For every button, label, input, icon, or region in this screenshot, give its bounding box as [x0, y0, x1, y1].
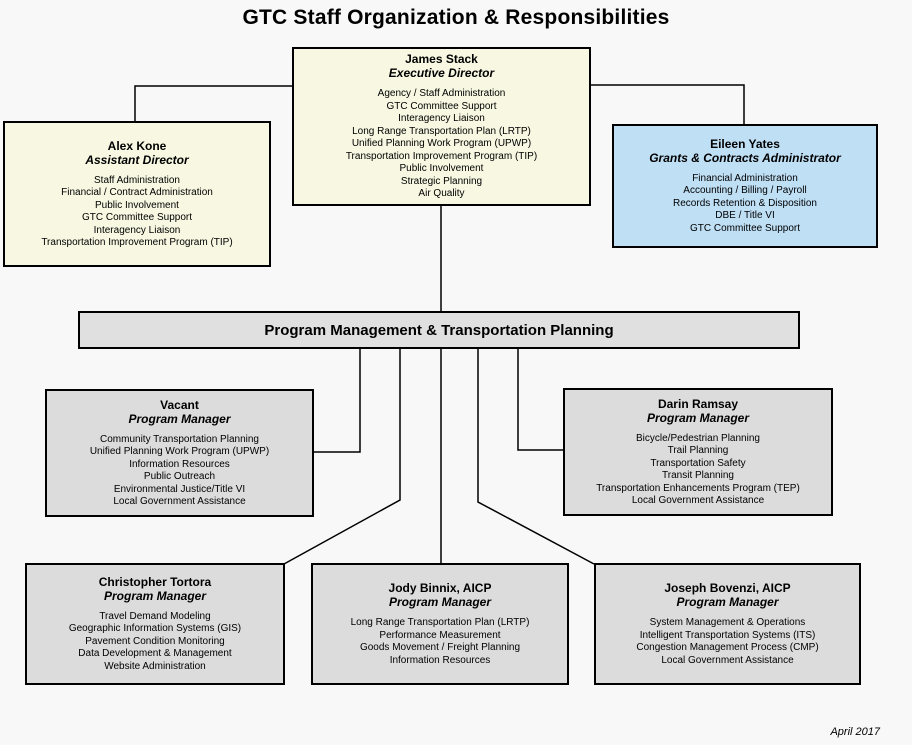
- responsibility-item: Public Involvement: [95, 199, 179, 211]
- responsibility-item: Unified Planning Work Program (UPWP): [89, 446, 270, 457]
- responsibility-item: Local Government Assistance: [661, 654, 794, 666]
- responsibility-item: Transportation Enhancements Program (TEP…: [596, 482, 800, 494]
- responsibility-item: Transportation Improvement Program (TIP): [41, 237, 233, 248]
- responsibility-item: Community Transportation Planning: [100, 433, 259, 445]
- person-role: Assistant Director: [85, 152, 189, 167]
- responsibility-item: Intelligent Transportation Systems (ITS): [639, 629, 816, 641]
- org-box-program-manager-tortora: Christopher Tortora Program Manager Trav…: [25, 563, 285, 685]
- responsibility-item: Interagency Liaison: [398, 113, 485, 125]
- responsibility-item: DBE / Title VI: [715, 210, 775, 222]
- responsibility-item: Public Involvement: [399, 163, 484, 175]
- person-name: Alex Kone: [107, 138, 167, 153]
- responsibility-item: Goods Movement / Freight Planning: [359, 642, 521, 653]
- division-banner: Program Management & Transportation Plan…: [78, 311, 800, 349]
- responsibility-item: Trail Planning: [667, 445, 729, 456]
- person-name: Christopher Tortora: [98, 574, 212, 589]
- person-name: James Stack: [405, 52, 478, 67]
- responsibility-item: Information Resources: [389, 654, 491, 666]
- person-name: Darin Ramsay: [657, 396, 739, 411]
- responsibility-item: Long Range Transportation Plan (LRTP): [350, 617, 530, 628]
- person-name: Vacant: [160, 397, 199, 412]
- responsibility-item: Bicycle/Pedestrian Planning: [636, 432, 760, 444]
- responsibility-item: Strategic Planning: [400, 175, 483, 187]
- responsibility-item: GTC Committee Support: [689, 222, 801, 234]
- person-role: Program Manager: [128, 411, 231, 426]
- responsibility-item: Records Retention & Disposition: [673, 197, 817, 209]
- responsibility-item: Geographic Information Systems (GIS): [68, 623, 242, 635]
- org-box-program-manager-binnix: Jody Binnix, AICP Program Manager Long R…: [311, 563, 569, 685]
- responsibility-item: Interagency Liaison: [93, 224, 181, 236]
- responsibility-item: Air Quality: [418, 188, 465, 200]
- person-role: Program Manager: [103, 588, 207, 603]
- date-label: April 2017: [830, 726, 880, 738]
- responsibility-item: Agency / Staff Administration: [377, 88, 506, 100]
- responsibility-item: Congestion Management Process (CMP): [636, 642, 819, 653]
- responsibility-item: Transportation Safety: [650, 457, 746, 469]
- responsibility-item: Pavement Condition Monitoring: [85, 635, 225, 647]
- responsibility-item: Accounting / Billing / Payroll: [683, 185, 807, 197]
- person-name: Joseph Bovenzi, AICP: [664, 581, 791, 595]
- person-role: Program Manager: [388, 595, 492, 609]
- person-role: Program Manager: [676, 595, 779, 609]
- org-box-assistant-director: Alex Kone Assistant Director Staff Admin…: [3, 121, 271, 267]
- person-name: Jody Binnix, AICP: [388, 581, 492, 595]
- responsibility-item: Travel Demand Modeling: [99, 610, 211, 622]
- responsibility-item: Environmental Justice/Title VI: [113, 483, 246, 495]
- person-role: Grants & Contracts Administrator: [649, 150, 841, 165]
- responsibility-item: Staff Administration: [94, 174, 180, 186]
- person-role: Program Manager: [646, 410, 750, 425]
- person-role: Executive Director: [388, 66, 495, 81]
- responsibility-item: Financial Administration: [692, 172, 798, 184]
- responsibility-item: Public Outreach: [143, 471, 216, 482]
- org-box-program-manager-bovenzi: Joseph Bovenzi, AICP Program Manager Sys…: [594, 563, 861, 685]
- responsibility-list: Long Range Transportation Plan (LRTP)Per…: [351, 617, 530, 667]
- responsibility-item: Data Development & Management: [78, 648, 232, 660]
- responsibility-item: System Management & Operations: [649, 617, 806, 628]
- responsibility-item: Information Resources: [129, 458, 230, 470]
- responsibility-item: Transportation Improvement Program (TIP): [345, 150, 538, 162]
- responsibility-item: Local Government Assistance: [631, 495, 765, 506]
- org-box-program-manager-vacant: Vacant Program Manager Community Transpo…: [45, 389, 314, 517]
- org-box-grants-contracts-administrator: Eileen Yates Grants & Contracts Administ…: [612, 124, 878, 248]
- responsibility-item: Long Range Transportation Plan (LRTP): [352, 125, 531, 137]
- responsibility-item: Local Government Assistance: [113, 496, 246, 507]
- org-box-executive-director: James Stack Executive Director Agency / …: [292, 47, 591, 206]
- person-name: Eileen Yates: [710, 136, 780, 151]
- responsibility-item: Website Administration: [104, 660, 206, 672]
- responsibility-item: GTC Committee Support: [386, 100, 497, 112]
- responsibility-item: Performance Measurement: [379, 629, 501, 641]
- org-box-program-manager-ramsay: Darin Ramsay Program Manager Bicycle/Ped…: [563, 388, 833, 516]
- page-title: GTC Staff Organization & Responsibilitie…: [242, 6, 670, 29]
- responsibility-item: Unified Planning Work Program (UPWP): [351, 138, 532, 150]
- responsibility-item: GTC Committee Support: [81, 212, 193, 223]
- responsibility-item: Financial / Contract Administration: [61, 187, 213, 198]
- responsibility-item: Transit Planning: [662, 470, 734, 481]
